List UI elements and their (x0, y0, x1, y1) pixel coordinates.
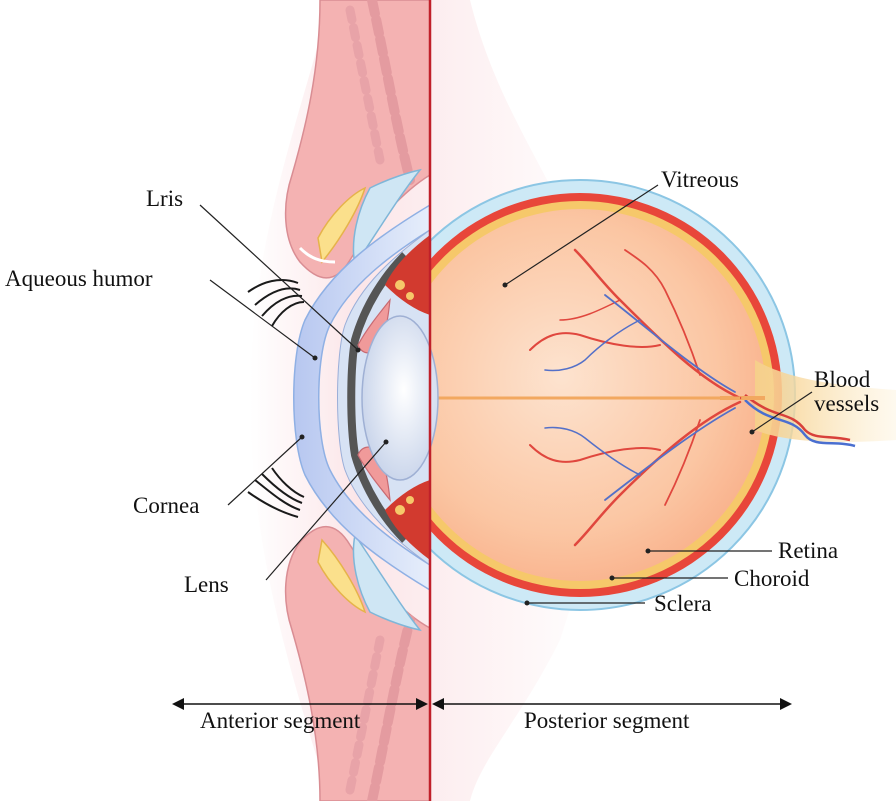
label-anterior-segment: Anterior segment (200, 708, 361, 733)
posterior-segment-arrow (432, 698, 792, 710)
lens (361, 315, 439, 481)
anterior-segment-arrow (172, 698, 428, 710)
label-cornea: Cornea (133, 493, 199, 518)
upper-eyelid (284, 0, 431, 279)
label-lens: Lens (184, 572, 229, 597)
vitreous-body (394, 209, 766, 581)
leader-lines (199, 184, 813, 606)
retinal-vessels (529, 248, 742, 547)
lower-eyelid (284, 526, 431, 801)
label-vitreous: Vitreous (661, 167, 739, 192)
label-sclera: Sclera (654, 591, 711, 616)
label-aqueous-humor: Aqueous humor (5, 266, 153, 291)
label-retina: Retina (778, 538, 838, 563)
label-posterior-segment: Posterior segment (524, 708, 690, 733)
label-choroid: Choroid (734, 566, 810, 591)
ciliary-body (385, 235, 430, 560)
lower-eyelashes (247, 467, 305, 518)
label-blood-vessels-line1: Blood (814, 367, 871, 392)
label-blood-vessels-line2: vessels (814, 391, 879, 416)
label-iris: Lris (146, 186, 183, 211)
